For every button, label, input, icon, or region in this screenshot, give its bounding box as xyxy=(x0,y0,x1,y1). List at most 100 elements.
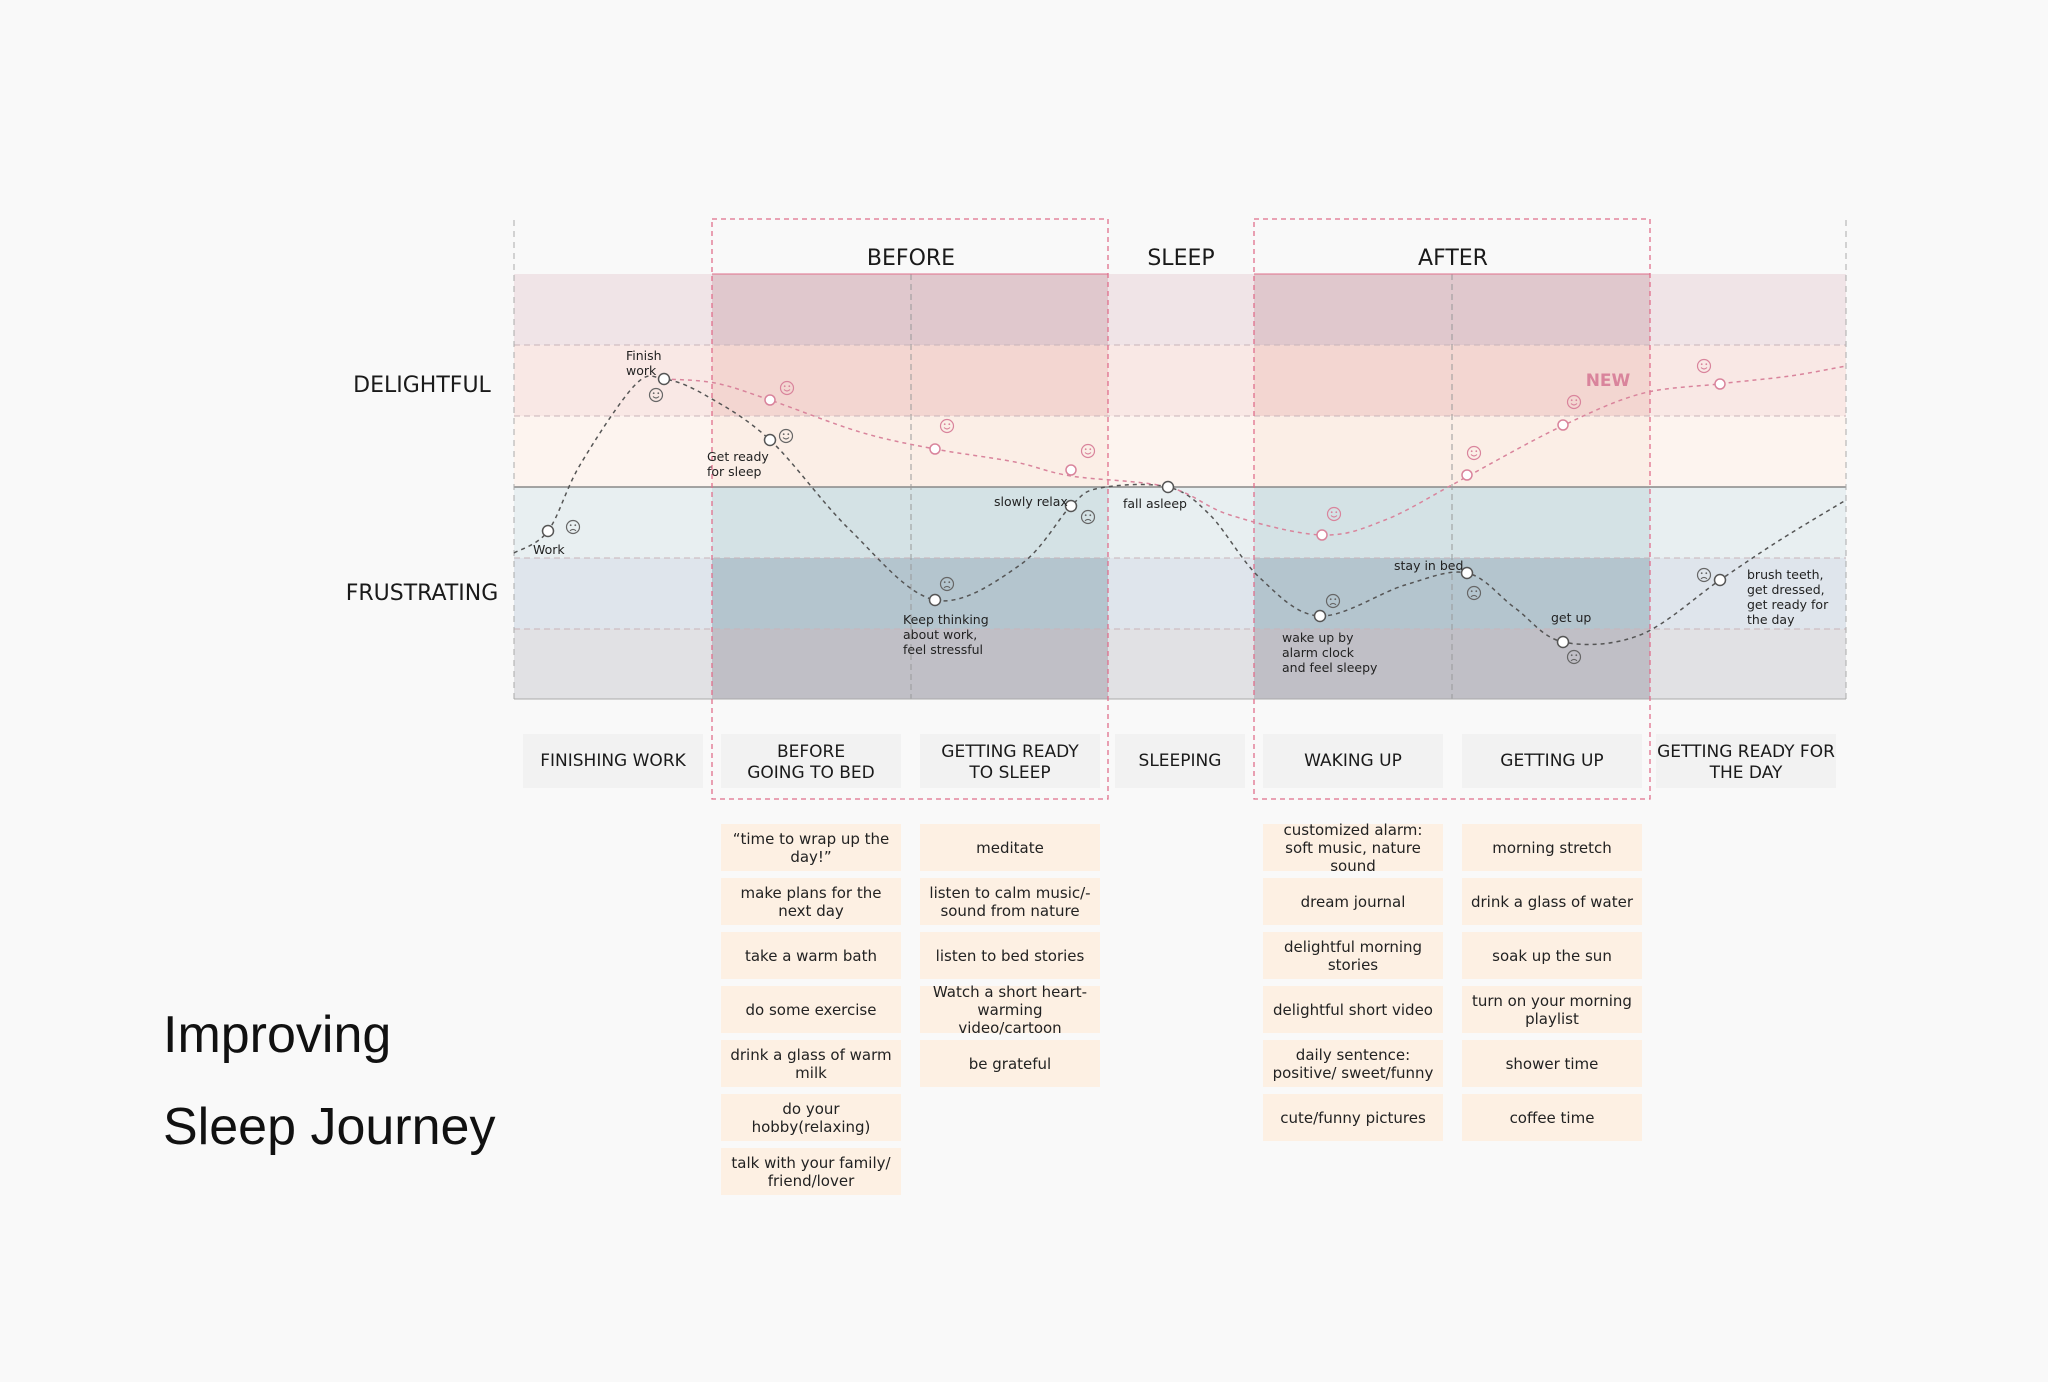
stage-label-2: GETTING READY xyxy=(941,742,1079,762)
solution-card: “time to wrap up the day!” xyxy=(721,824,901,871)
stage-label-6: GETTING READY FOR xyxy=(1657,742,1835,762)
current-point-6 xyxy=(1313,609,1327,623)
smiley-face-icon xyxy=(1326,506,1342,522)
stage-label-6: THE DAY xyxy=(1709,763,1783,783)
frame-lines xyxy=(513,218,1847,800)
axis-label-delightful: DELIGHTFUL xyxy=(353,373,491,398)
solution-card: do your hobby(relaxing) xyxy=(721,1094,901,1141)
stage-label-2: TO SLEEP xyxy=(968,763,1050,783)
curve-label-7: stay in bed xyxy=(1394,558,1463,573)
stage-label-0: FINISHING WORK xyxy=(540,751,686,771)
highlight-box-after xyxy=(1253,218,1651,800)
current-point-8 xyxy=(1556,635,1570,649)
curve-label-6: and feel sleepy xyxy=(1282,660,1378,675)
solution-card: meditate xyxy=(920,824,1100,871)
stage-box-2 xyxy=(920,734,1100,788)
solutions-getting-ready-to-sleep: meditate listen to calm music/- sound fro… xyxy=(920,824,1100,1094)
solution-card: delightful short video xyxy=(1263,986,1443,1033)
improved-point-3 xyxy=(1316,529,1328,541)
improved-point-1 xyxy=(929,443,941,455)
solution-card: shower time xyxy=(1462,1040,1642,1087)
solutions-waking-up: customized alarm: soft music, nature sou… xyxy=(1263,821,1443,1148)
curve-label-4: slowly relax xyxy=(994,494,1068,509)
stage-label-5: GETTING UP xyxy=(1500,751,1603,771)
solution-card: cute/funny pictures xyxy=(1263,1094,1443,1141)
solution-card: customized alarm: soft music, nature sou… xyxy=(1263,821,1443,875)
highlight-box-before xyxy=(711,218,1109,800)
band-before-0 xyxy=(712,274,1108,345)
smiley-face-icon xyxy=(648,387,664,403)
page-title-line-2: Sleep Journey xyxy=(163,1098,496,1156)
current-point-5 xyxy=(1161,480,1175,494)
band-before-1 xyxy=(712,345,1108,416)
sad-face-icon xyxy=(1466,585,1482,601)
curve-label-9: the day xyxy=(1747,612,1795,627)
stage-label-1: GOING TO BED xyxy=(747,763,875,783)
axis-label-frustrating: FRUSTRATING xyxy=(346,581,499,606)
curve-label-8: get up xyxy=(1551,610,1591,625)
stage-box-3 xyxy=(1115,734,1245,788)
sad-face-icon xyxy=(1080,509,1096,525)
improved-point-5 xyxy=(1557,419,1569,431)
smiley-face-icon xyxy=(1466,445,1482,461)
solution-card: turn on your morning playlist xyxy=(1462,986,1642,1033)
header-before: BEFORE xyxy=(867,246,955,271)
solution-card: do some exercise xyxy=(721,986,901,1033)
solution-card: daily sentence: positive/ sweet/funny xyxy=(1263,1040,1443,1087)
improved-point-6 xyxy=(1714,378,1726,390)
sad-face-icon xyxy=(1566,649,1582,665)
smiley-face-icon xyxy=(1696,358,1712,374)
curve-label-2: for sleep xyxy=(707,464,762,479)
curve-label-9: get dressed, xyxy=(1747,582,1825,597)
new-label: NEW xyxy=(1586,371,1631,391)
stage-box-1 xyxy=(721,734,901,788)
band-before-5 xyxy=(712,629,1108,699)
stage-box-6 xyxy=(1656,734,1836,788)
solution-card: drink a glass of warm milk xyxy=(721,1040,901,1087)
solution-card: drink a glass of water xyxy=(1462,878,1642,925)
stage-box-0 xyxy=(523,734,703,788)
curve-label-3: Keep thinking xyxy=(903,612,989,627)
stage-box-5 xyxy=(1462,734,1642,788)
curve-label-6: alarm clock xyxy=(1282,645,1355,660)
current-point-1 xyxy=(657,372,671,386)
curve-label-9: get ready for xyxy=(1747,597,1829,612)
header-sleep: SLEEP xyxy=(1147,246,1214,271)
curve-label-1: work xyxy=(626,363,657,378)
solution-card: be grateful xyxy=(920,1040,1100,1087)
solution-card: listen to calm music/- sound from nature xyxy=(920,878,1100,925)
emotion-bands xyxy=(514,274,1846,699)
smiley-face-icon xyxy=(779,380,795,396)
smiley-face-icon xyxy=(778,428,794,444)
sad-face-icon xyxy=(565,519,581,535)
curve-label-2: Get ready xyxy=(707,449,769,464)
sad-face-icon xyxy=(1325,593,1341,609)
improved-point-2 xyxy=(1065,464,1077,476)
band-before-3 xyxy=(712,487,1108,558)
smiley-face-icon xyxy=(1566,394,1582,410)
solution-card: make plans for the next day xyxy=(721,878,901,925)
curve-label-6: wake up by xyxy=(1282,630,1354,645)
curve-label-3: about work, xyxy=(903,627,977,642)
stage-label-4: WAKING UP xyxy=(1304,751,1402,771)
smiley-face-icon xyxy=(939,418,955,434)
stage-label-1: BEFORE xyxy=(777,742,845,762)
emotion-curves xyxy=(513,358,1847,665)
stage-box-4 xyxy=(1263,734,1443,788)
band-before-2 xyxy=(712,416,1108,487)
curve-label-1: Finish xyxy=(626,348,662,363)
solution-card: coffee time xyxy=(1462,1094,1642,1141)
band-before-4 xyxy=(712,558,1108,629)
solution-card: Watch a short heart-warming video/cartoo… xyxy=(920,983,1100,1037)
sad-face-icon xyxy=(1696,567,1712,583)
solution-card: take a warm bath xyxy=(721,932,901,979)
solution-card: talk with your family/ friend/lover xyxy=(721,1148,901,1195)
curve-label-9: brush teeth, xyxy=(1747,567,1823,582)
solution-card: delightful morning stories xyxy=(1263,932,1443,979)
solution-card: soak up the sun xyxy=(1462,932,1642,979)
smiley-face-icon xyxy=(1080,443,1096,459)
